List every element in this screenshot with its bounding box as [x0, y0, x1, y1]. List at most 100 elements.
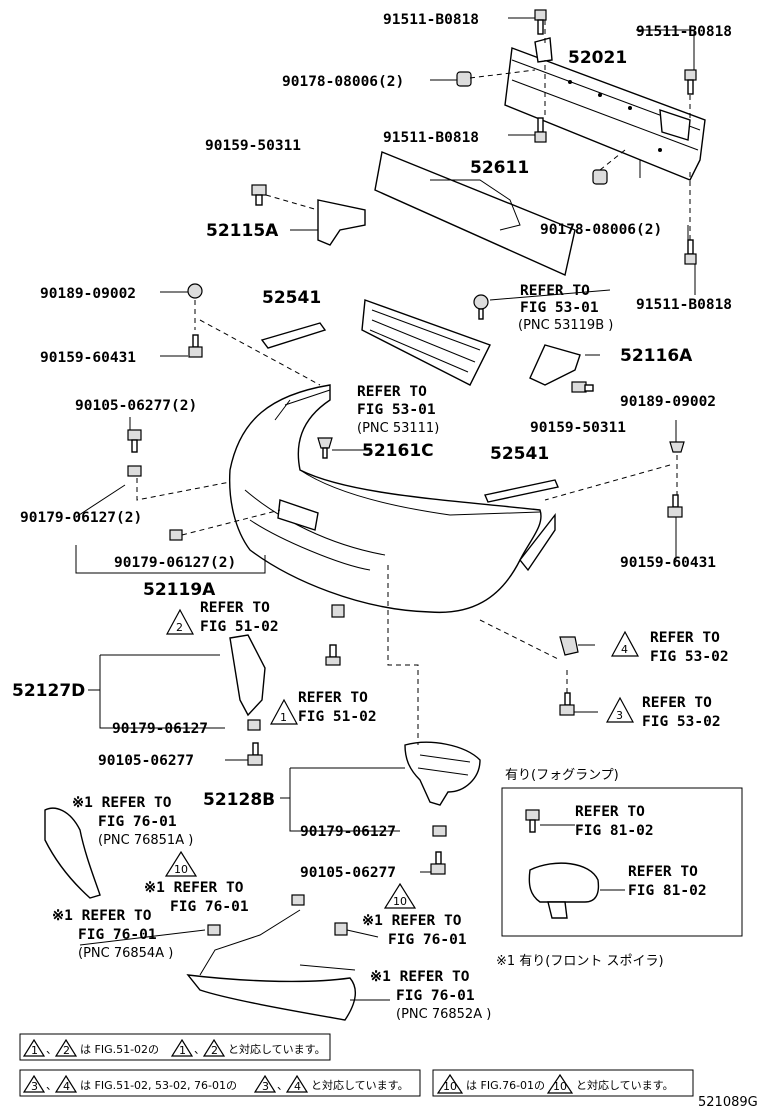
svg-text:10: 10 — [553, 1080, 567, 1093]
label-90159-right: 90159-50311 — [530, 420, 626, 436]
ref-53-02-b-head: REFER TO — [642, 695, 712, 711]
bumper-retainer-right — [529, 344, 594, 393]
nut-90179-a — [127, 465, 142, 477]
spoiler-lower — [186, 909, 357, 1021]
triangle-10-a: 10 — [164, 850, 198, 877]
ref-53-01-a: FIG 53-01 — [520, 300, 599, 316]
energy-absorber — [374, 151, 576, 276]
screw-90105-mid — [247, 742, 263, 766]
bolt-right-top — [684, 69, 697, 95]
ref-76-01-c: FIG 76-01 — [78, 927, 157, 943]
ref-81-02-b: FIG 81-02 — [628, 883, 707, 899]
spoiler-clip-c — [334, 922, 348, 936]
label-90105-bot: 90105-06277 — [300, 865, 396, 881]
ref-53-01-a-pnc: (PNC 53119B ) — [518, 318, 613, 333]
svg-text:は FIG.51-02の: は FIG.51-02の — [80, 1043, 159, 1056]
note-front-spoiler: ※1 有り(フロント スポイラ) — [496, 954, 664, 969]
label-91511-mid: 91511-B0818 — [383, 130, 479, 146]
fog-lamp-box — [501, 787, 743, 937]
svg-text:3: 3 — [616, 709, 623, 722]
ref-53-01-b: FIG 53-01 — [357, 402, 436, 418]
ref-76-01-a: FIG 76-01 — [98, 814, 177, 830]
ref-53-02-a-head: REFER TO — [650, 630, 720, 646]
svg-text:1: 1 — [31, 1044, 38, 1057]
svg-text:、: 、 — [46, 1043, 57, 1056]
svg-text:1: 1 — [280, 711, 287, 724]
svg-text:、: 、 — [194, 1043, 205, 1056]
svg-text:、: 、 — [277, 1079, 288, 1092]
ref-76-01-a-head: ※1 REFER TO — [72, 795, 172, 811]
spoiler-clip-a — [291, 894, 305, 906]
ref-51-02-b: FIG 51-02 — [298, 709, 377, 725]
front-bumper-cover — [228, 384, 556, 614]
label-90159-60431-left: 90159-60431 — [40, 350, 136, 366]
ref-76-01-e: FIG 76-01 — [396, 988, 475, 1004]
label-90179-c: 90179-06127 — [112, 721, 208, 737]
svg-text:10: 10 — [443, 1080, 457, 1093]
label-90189-left: 90189-09002 — [40, 286, 136, 302]
ref-51-02-a: FIG 51-02 — [200, 619, 279, 635]
fog-lamp — [528, 862, 600, 919]
svg-text:3: 3 — [31, 1080, 38, 1093]
label-90179-b: 90179-06127(2) — [114, 555, 236, 571]
svg-text:2: 2 — [211, 1044, 218, 1057]
svg-text:、: 、 — [46, 1079, 57, 1092]
ref-76-01-c-head: ※1 REFER TO — [52, 908, 152, 924]
svg-text:2: 2 — [63, 1044, 70, 1057]
label-90178-top: 90178-08006(2) — [282, 74, 404, 90]
svg-text:と対応しています。: と対応しています。 — [576, 1078, 674, 1092]
svg-text:4: 4 — [621, 643, 628, 656]
bolt-right-bot — [684, 239, 697, 265]
label-52541-left: 52541 — [262, 288, 321, 308]
clip-52161c — [317, 437, 333, 459]
spacer-right — [484, 479, 559, 503]
svg-text:は FIG.76-01の: は FIG.76-01の — [466, 1079, 545, 1092]
label-90105-top: 90105-06277(2) — [75, 398, 197, 414]
triangle-4: 4 — [610, 630, 640, 657]
label-52119a: 52119A — [143, 580, 216, 600]
screw-90105-bot — [430, 851, 446, 875]
svg-text:10: 10 — [393, 895, 407, 908]
nut-90179-c — [247, 719, 261, 731]
label-52115a: 52115A — [206, 221, 279, 241]
screw-right — [667, 494, 683, 518]
ref-76-01-d: FIG 76-01 — [388, 932, 467, 948]
legend-3: 10 は FIG.76-01の 10 と対応しています。 — [432, 1069, 694, 1097]
svg-text:2: 2 — [176, 621, 183, 634]
ref-81-02-a-head: REFER TO — [575, 804, 645, 820]
nut-52127d — [325, 604, 345, 666]
ref-76-01-a-pnc: (PNC 76851A ) — [98, 833, 193, 848]
ref-53-01-b-pnc: (PNC 53111) — [357, 421, 439, 436]
note-fog-lamp: 有り(フォグランプ) — [505, 768, 619, 783]
figure-code: 521089G — [698, 1095, 758, 1110]
label-91511-right-top: 91511-B0818 — [636, 24, 732, 40]
bumper-retainer-left — [251, 184, 366, 246]
label-90178-mid: 90178-08006(2) — [540, 222, 662, 238]
ref-76-01-b: FIG 76-01 — [170, 899, 249, 915]
nut-mid — [592, 169, 608, 185]
nut-90179-b — [169, 529, 183, 541]
triangle-2: 2 — [165, 608, 195, 635]
legend-1: 1 、 2 は FIG.51-02の 1 、 2 と対応しています。 — [19, 1033, 331, 1061]
radiator-grille — [361, 299, 491, 386]
bolt-top — [534, 9, 547, 35]
ref-76-01-c-pnc: (PNC 76854A ) — [78, 946, 173, 961]
svg-text:と対応しています。: と対応しています。 — [228, 1042, 326, 1056]
spoiler-side-left — [44, 807, 101, 899]
svg-text:1: 1 — [179, 1044, 186, 1057]
triangle-10-b: 10 — [383, 882, 417, 909]
spoiler-clip-b — [207, 924, 221, 936]
label-90105-mid: 90105-06277 — [98, 753, 194, 769]
svg-text:3: 3 — [262, 1080, 269, 1093]
label-52127d: 52127D — [12, 681, 85, 701]
label-90159-top: 90159-50311 — [205, 138, 301, 154]
svg-text:4: 4 — [294, 1080, 301, 1093]
grille-clip — [473, 294, 489, 320]
screw-90105-top — [127, 429, 142, 453]
retainer-ref-4 — [559, 636, 579, 656]
clip-right — [669, 441, 685, 453]
nut-top — [456, 71, 472, 87]
label-90179-a: 90179-06127(2) — [20, 510, 142, 526]
ref-53-01-a-head: REFER TO — [520, 283, 590, 299]
